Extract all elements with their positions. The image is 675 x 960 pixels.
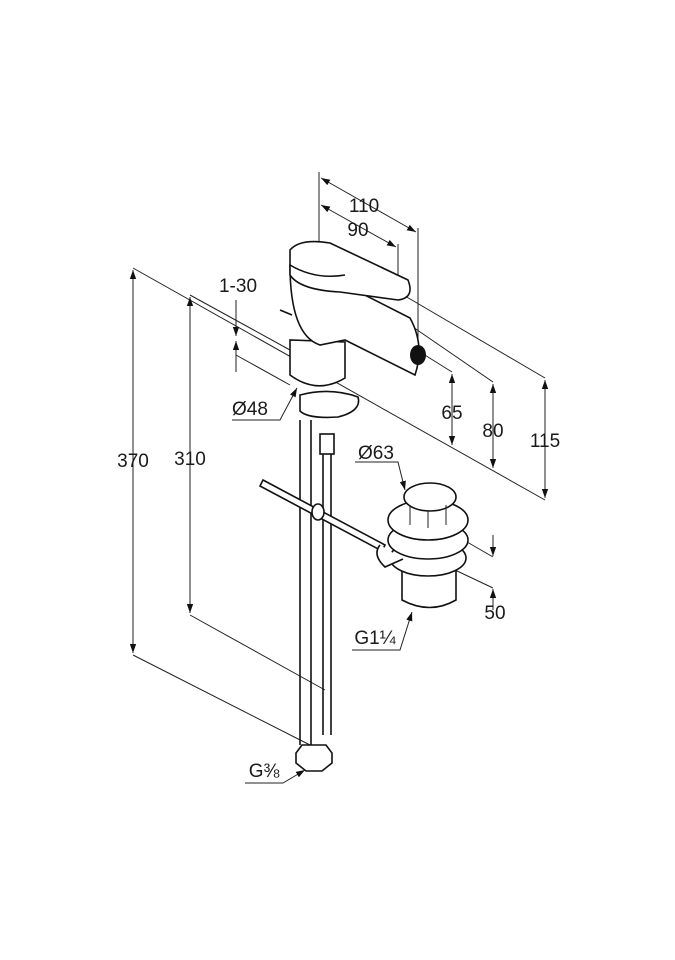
popup-waste — [376, 482, 469, 609]
dim-65-label: 65 — [441, 403, 462, 424]
dim-110-label: 110 — [349, 196, 379, 217]
thread-g1-1-4-label: G1¼ — [354, 628, 396, 649]
thread-g3-8-label: G⅜ — [249, 761, 280, 782]
faucet-body — [279, 240, 426, 419]
dim-d48-label: Ø48 — [232, 399, 268, 420]
dim-1-30-label: 1-30 — [219, 276, 257, 297]
dimension-lines — [129, 177, 549, 784]
dim-d63-label: Ø63 — [358, 443, 394, 464]
dim-370-label: 370 — [117, 451, 149, 472]
dim-50-label: 50 — [484, 603, 505, 624]
dim-115-label: 115 — [530, 431, 560, 452]
dim-310-label: 310 — [174, 449, 206, 470]
dim-80-label: 80 — [482, 421, 503, 442]
dim-90-label: 90 — [347, 220, 368, 241]
supply-hoses — [295, 420, 335, 772]
